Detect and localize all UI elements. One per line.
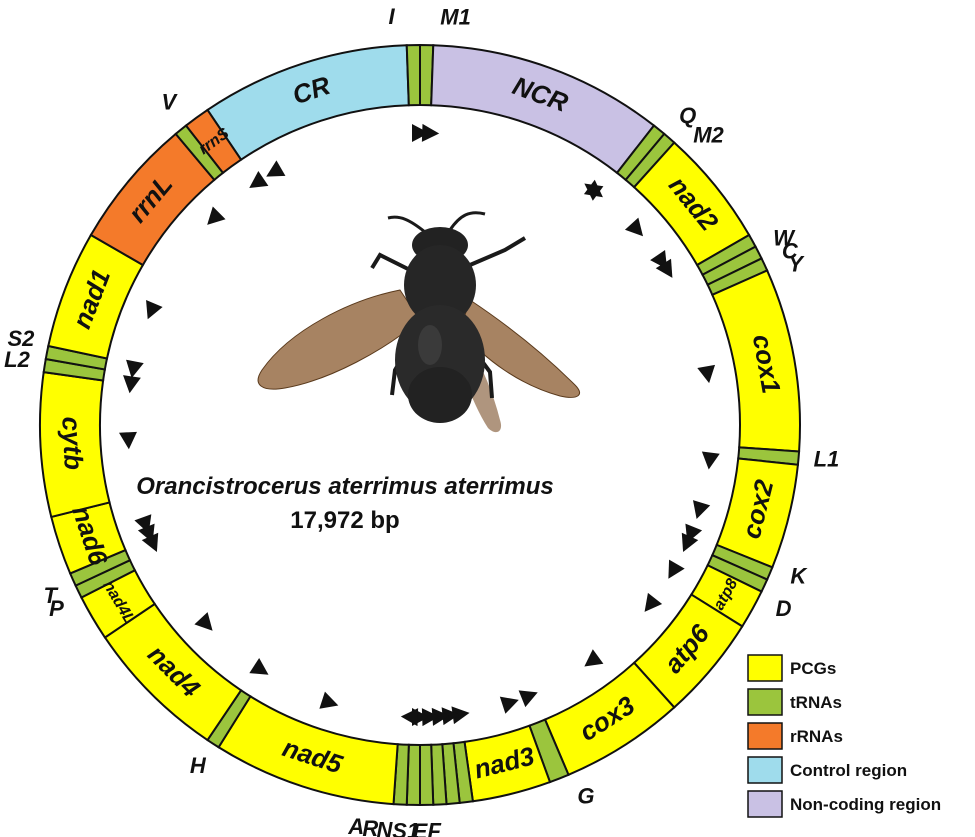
- legend-swatch-trna: [748, 689, 782, 715]
- strand-arrow: [194, 612, 219, 637]
- strand-arrow: [121, 375, 141, 394]
- trna-label-K: K: [790, 564, 808, 589]
- trna-label-R: R: [362, 816, 378, 837]
- strand-arrow: [262, 160, 286, 184]
- trna-label-F: F: [428, 819, 442, 837]
- species-title: Orancistrocerus aterrimus aterrimus: [136, 473, 554, 500]
- strand-arrow: [637, 593, 662, 617]
- trna-label-N: N: [376, 817, 393, 837]
- trna-label-T: T: [43, 583, 58, 608]
- legend-swatch-pcg: [748, 655, 782, 681]
- strand-arrow: [401, 708, 419, 727]
- strand-arrow: [201, 207, 226, 232]
- strand-arrow: [244, 171, 268, 195]
- strand-arrow: [319, 692, 341, 714]
- strand-arrow: [584, 180, 608, 205]
- legend-label-pcg: PCGs: [790, 659, 836, 678]
- legend-swatch-noncoding: [748, 791, 782, 817]
- strand-arrow: [422, 124, 440, 143]
- strand-arrow: [625, 218, 650, 243]
- strand-arrow: [661, 560, 685, 584]
- strand-arrows: [119, 124, 720, 726]
- segment-label-cytb: cytb: [56, 416, 89, 471]
- legend-label-noncoding: Non-coding region: [790, 795, 941, 814]
- legend-label-trna: tRNAs: [790, 693, 842, 712]
- legend-label-rrna: rRNAs: [790, 727, 843, 746]
- strand-arrow: [688, 500, 710, 522]
- strand-arrow: [249, 658, 273, 682]
- trna-label-A: A: [347, 814, 364, 837]
- trna-label-M2: M2: [693, 122, 724, 147]
- strand-arrow: [519, 684, 542, 707]
- trna-label-M1: M1: [440, 4, 471, 29]
- strand-arrow: [500, 691, 522, 713]
- strand-arrow: [700, 452, 720, 471]
- gene-ring: [40, 45, 800, 805]
- trna-label-L1: L1: [814, 446, 840, 471]
- segment-trna-23: [420, 745, 433, 805]
- strand-arrow: [697, 365, 718, 385]
- trna-label-H: H: [190, 753, 207, 778]
- genome-size: 17,972 bp: [290, 507, 399, 534]
- trna-label-I: I: [388, 4, 395, 29]
- trna-label-V: V: [161, 89, 178, 114]
- strand-arrow: [139, 300, 162, 323]
- legend-swatch-rrna: [748, 723, 782, 749]
- trna-label-Y: Y: [788, 251, 805, 276]
- legend-swatch-control: [748, 757, 782, 783]
- legend-label-control: Control region: [790, 761, 907, 780]
- segment-trna-1: [407, 45, 420, 105]
- trna-label-G: G: [577, 784, 594, 809]
- trna-label-D: D: [776, 596, 792, 621]
- strand-arrow: [119, 432, 138, 450]
- trna-label-S1: S1: [392, 819, 419, 837]
- trna-label-S2: S2: [7, 326, 35, 351]
- strand-arrow: [579, 649, 603, 674]
- wasp-image: [258, 213, 579, 432]
